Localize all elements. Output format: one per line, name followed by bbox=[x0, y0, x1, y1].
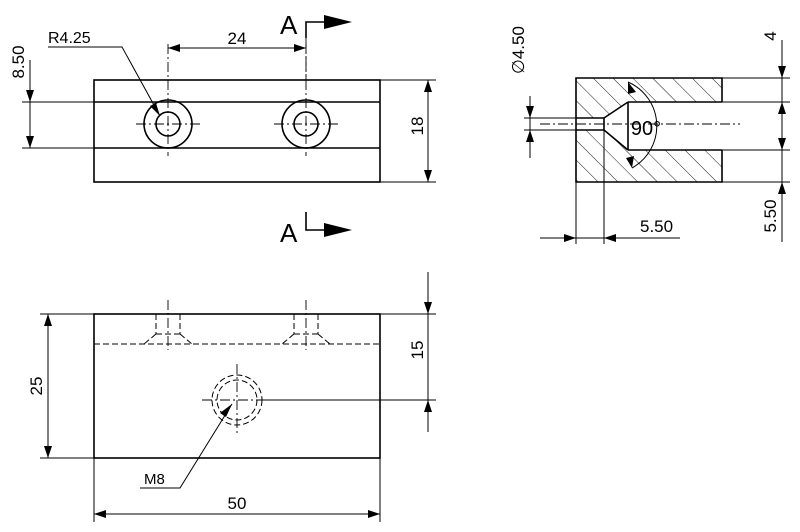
edge-offset-label: 8.50 bbox=[9, 45, 28, 78]
slot-bottom-dimension: 5.50 bbox=[722, 114, 790, 242]
top-height-label: 18 bbox=[408, 117, 427, 136]
top-view: R4.25 24 8.50 18 A bbox=[9, 10, 436, 248]
slot-top-label: 4 bbox=[761, 31, 780, 40]
section-marker-top-letter: A bbox=[280, 10, 298, 40]
section-view: 90° ∅4.50 4 5.50 bbox=[509, 26, 790, 244]
hidden-counterbore-left bbox=[143, 300, 193, 350]
top-height-dimension: 18 bbox=[380, 79, 436, 183]
front-width-dimension: 50 bbox=[93, 458, 381, 522]
slot-top-dimension: 4 bbox=[722, 31, 790, 128]
slot-bottom-label: 5.50 bbox=[761, 199, 780, 232]
front-height-label: 25 bbox=[27, 377, 46, 396]
counterbore-hole-left bbox=[136, 44, 200, 156]
radius-label: R4.25 bbox=[48, 30, 91, 47]
hole-spacing-dimension: 24 bbox=[168, 29, 306, 52]
section-marker-top: A bbox=[280, 10, 352, 80]
hole-height-label: 15 bbox=[408, 341, 427, 360]
thread-dimension: M8 bbox=[140, 403, 233, 489]
angle-dimension: 90° bbox=[626, 81, 661, 169]
front-view-outline bbox=[93, 313, 381, 459]
hidden-counterbore-right bbox=[281, 300, 331, 350]
threaded-hole bbox=[202, 364, 272, 436]
hole-spacing-label: 24 bbox=[228, 29, 247, 48]
edge-offset-dimension: 8.50 bbox=[9, 45, 94, 149]
countersink-depth-dimension: 5.50 bbox=[540, 130, 680, 244]
front-width-label: 50 bbox=[228, 494, 247, 513]
countersink-depth-label: 5.50 bbox=[640, 217, 673, 236]
radius-dimension: R4.25 bbox=[48, 30, 161, 117]
hole-height-dimension: 15 bbox=[262, 272, 436, 432]
front-height-dimension: 25 bbox=[27, 313, 94, 459]
section-marker-bottom: A bbox=[280, 212, 352, 248]
front-view: M8 25 15 50 bbox=[27, 272, 436, 522]
angle-label: 90° bbox=[631, 118, 661, 140]
diameter-label: ∅4.50 bbox=[509, 26, 528, 74]
top-view-outline bbox=[93, 79, 381, 183]
thread-label: M8 bbox=[144, 471, 165, 488]
diameter-dimension: ∅4.50 bbox=[509, 26, 576, 158]
section-marker-bottom-letter: A bbox=[280, 218, 298, 248]
